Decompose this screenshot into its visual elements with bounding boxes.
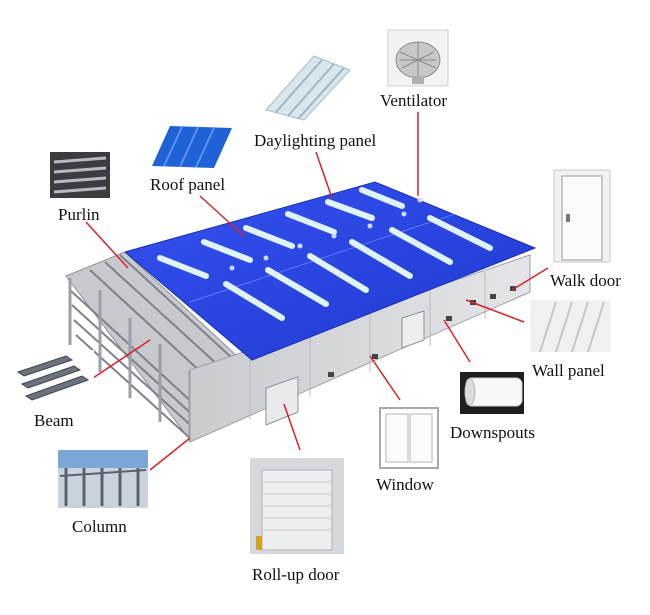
ventilator-thumbnail (388, 30, 448, 86)
window-leader (370, 356, 400, 400)
purlin-label: Purlin (58, 206, 100, 223)
walk-door-thumbnail (554, 170, 610, 262)
roof-panel-label: Roof panel (150, 176, 225, 193)
walk-door-label: Walk door (550, 272, 621, 289)
column-leader (150, 438, 190, 470)
ventilator-label: Ventilator (380, 92, 447, 109)
column-thumbnail (58, 450, 148, 508)
window-shape (372, 354, 378, 359)
daylighting-panel-thumbnail (266, 56, 350, 120)
downspouts-leader (444, 320, 470, 362)
walk-door-shape (402, 311, 424, 348)
wall-panel-label: Wall panel (532, 362, 605, 379)
beam-label: Beam (34, 412, 74, 429)
downspouts-label: Downspouts (450, 424, 535, 441)
daylighting-panel-label: Daylighting panel (254, 132, 376, 149)
daylighting-leader (316, 152, 332, 198)
window-shape (490, 294, 496, 299)
wall-panel-thumbnail (530, 300, 610, 352)
column-label: Column (72, 518, 127, 535)
rollup-door-label: Roll-up door (252, 566, 339, 583)
window-shape (328, 372, 334, 377)
window-thumbnail (380, 408, 438, 468)
purlin-thumbnail (50, 152, 110, 198)
downspouts-thumbnail (460, 372, 524, 414)
roof-panel-thumbnail (152, 126, 232, 168)
beam-thumbnail (14, 350, 94, 402)
window-shape (446, 316, 452, 321)
rollup-door-thumbnail (250, 458, 344, 554)
window-label: Window (376, 476, 434, 493)
